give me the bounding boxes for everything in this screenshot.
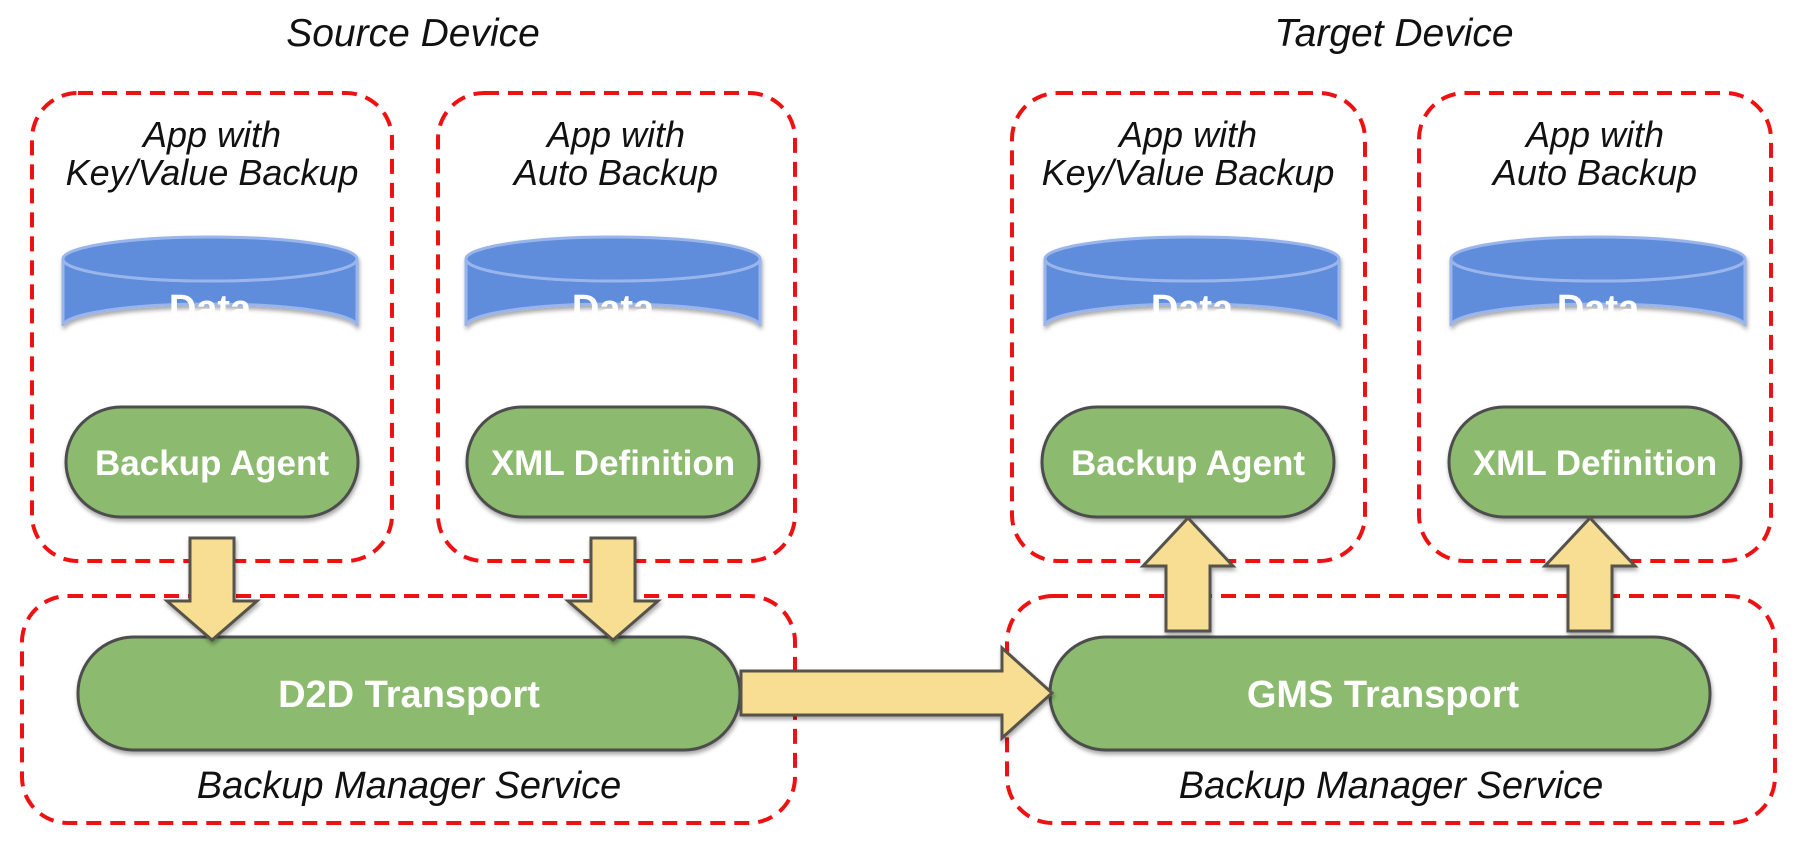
source-backup-manager-label: Backup Manager Service [197,765,622,807]
target-keyvalue-data-cylinder-top [1043,235,1341,283]
target-keyvalue-app-title-line2: Key/Value Backup [1042,152,1335,193]
target-xml-definition-pill [1447,405,1743,519]
source-autobackup-data-cylinder-top [464,235,762,283]
arrow-gms-to-backup-agent-icon [1139,515,1237,633]
source-xml-definition-pill [465,405,761,519]
source-backup-agent-label: Backup Agent [95,444,329,483]
source-backup-agent-pill [64,405,360,519]
source-keyvalue-data-label: Data [169,288,252,330]
source-autobackup-app-title-line1: App with [545,114,685,155]
source-autobackup-app-title-line2: Auto Backup [512,152,718,193]
arrow-gms-to-xml-definition-icon [1541,515,1639,633]
target-autobackup-app-title-line2: Auto Backup [1491,152,1697,193]
source-autobackup-data-label: Data [572,288,655,330]
target-keyvalue-app-title-line1: App with [1117,114,1257,155]
target-xml-definition-label: XML Definition [1473,444,1717,483]
target-keyvalue-data-label: Data [1151,288,1234,330]
arrow-d2d-to-gms-icon [739,644,1055,742]
source-device-title: Source Device [286,12,540,55]
target-autobackup-data-cylinder-top [1449,235,1747,283]
source-keyvalue-app-title-line1: App with [141,114,281,155]
target-backup-agent-label: Backup Agent [1071,444,1305,483]
arrow-backup-agent-to-d2d-icon [162,536,262,642]
target-autobackup-data-label: Data [1557,288,1640,330]
d2d-transport-label: D2D Transport [278,674,540,716]
source-xml-definition-label: XML Definition [491,444,735,483]
target-backup-manager-label: Backup Manager Service [1179,765,1604,807]
target-backup-manager-box [1005,594,1777,825]
gms-transport-label: GMS Transport [1247,674,1520,716]
target-autobackup-app-box [1417,91,1773,563]
source-keyvalue-data-cylinder-top [61,235,359,283]
source-keyvalue-app-title-line2: Key/Value Backup [66,152,359,193]
target-device-title: Target Device [1274,12,1513,55]
target-keyvalue-app-box [1010,91,1367,563]
arrow-xml-definition-to-d2d-icon [563,536,663,642]
target-autobackup-app-title-line1: App with [1524,114,1664,155]
